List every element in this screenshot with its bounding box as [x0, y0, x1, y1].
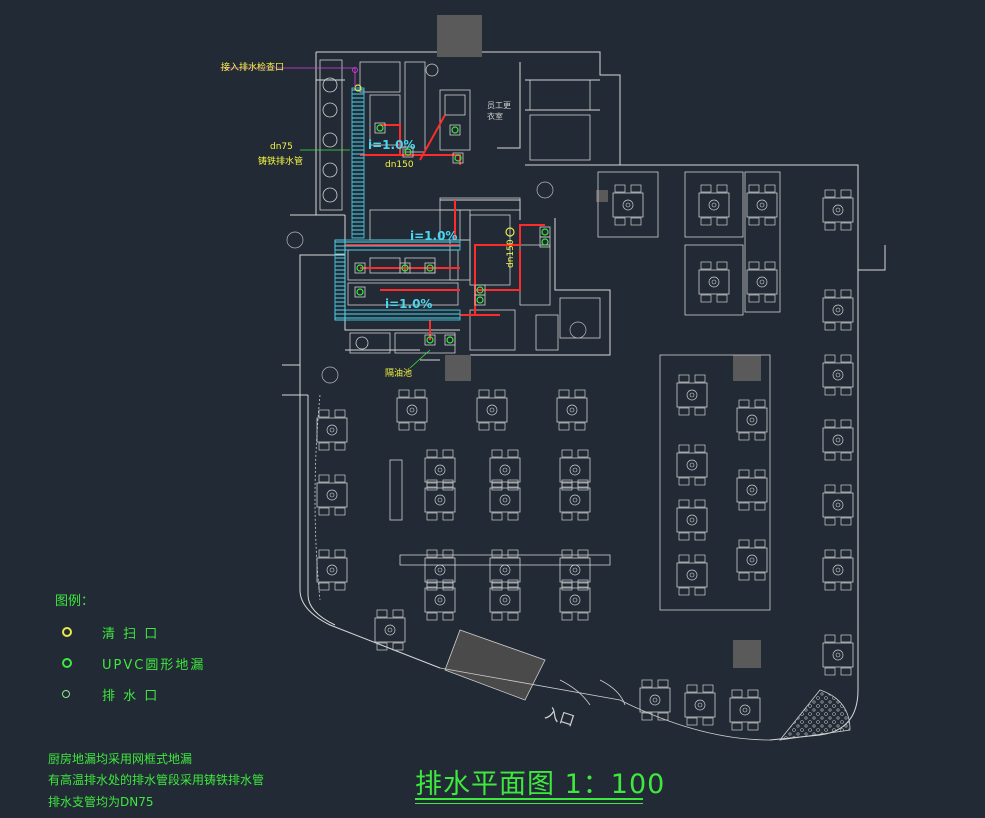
note-line-3: 排水支管均为DN75 [48, 795, 154, 809]
dn150-label-b: dn150 [506, 239, 516, 268]
title-underline [415, 798, 643, 800]
note-line-1: 厨房地漏均采用网框式地漏 [48, 752, 193, 766]
dining-tables [316, 171, 854, 731]
title-underline-thin [415, 803, 643, 804]
legend-heading: 图例： [55, 594, 95, 609]
drawing-title: 排水平面图 1：100 [415, 769, 666, 800]
cast-iron-pipe-label: 铸铁排水管 [258, 157, 304, 167]
note-line-2: 有高温排水处的排水管段采用铸铁排水管 [48, 773, 265, 787]
legend-item-floor-drain: UPVC圆形地漏 [62, 653, 205, 673]
grease-trap-label: 隔油池 [385, 369, 413, 379]
legend-item-drain-outlet: 排 水 口 [62, 684, 159, 704]
kitchen-equipment [319, 59, 601, 354]
inspection-well-label: 接入排水检查口 [221, 63, 285, 73]
cleanout-icon [62, 627, 72, 637]
structural-columns [437, 15, 761, 668]
cast-iron-pipes [334, 87, 461, 321]
slope-label-3: i=1.0% [385, 297, 433, 311]
staff-room-label: 员工更衣室 [487, 101, 511, 121]
entrance-area [314, 394, 851, 741]
decorative-plants [286, 181, 587, 384]
slope-label-2: i=1.0% [410, 229, 458, 243]
annotation-leaders [220, 67, 431, 369]
dn150-label-a: dn150 [385, 160, 414, 170]
legend-item-cleanout: 清 扫 口 [62, 622, 159, 642]
floor-drain-icon [62, 658, 72, 668]
dn75-label: dn75 [270, 142, 293, 152]
drain-outlet-icon [62, 690, 70, 698]
slope-label-1: i=1.0% [368, 138, 416, 152]
